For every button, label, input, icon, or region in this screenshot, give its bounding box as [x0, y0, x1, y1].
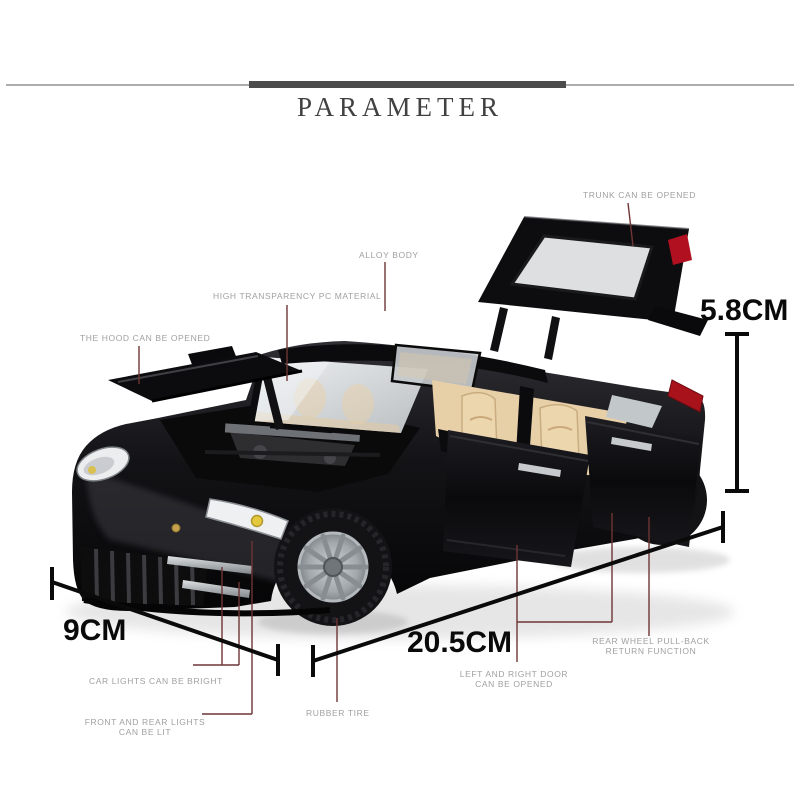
page-title: PARAMETER [296, 92, 504, 122]
callout-line-car-lights [193, 567, 240, 666]
callout-car-lights-label: CAR LIGHTS CAN BE BRIGHT [89, 676, 223, 686]
hood-crest [171, 523, 181, 533]
callout-doors-line2: CAN BE OPENED [475, 678, 553, 689]
chrome-trim-upper [167, 556, 252, 574]
engine-bay [160, 398, 420, 492]
callout-pc-material-label: HIGH TRANSPARENCY PC MATERIAL [213, 291, 382, 301]
headlight-bulb [250, 514, 264, 528]
headlight-right [205, 498, 289, 540]
header-accent-bar [249, 81, 566, 88]
dimension-line-width-9cm [50, 567, 280, 676]
callout-lines [138, 202, 650, 715]
callout-rubber-tire-label: RUBBER TIRE [306, 708, 370, 718]
callout-alloy-body-label: ALLOY BODY [359, 250, 419, 260]
callout-line-doors [516, 513, 613, 662]
open-front-door [443, 430, 590, 567]
open-trunk-lid [478, 216, 708, 360]
open-hood [108, 346, 303, 430]
wheel-spokes [297, 533, 369, 601]
rear-door-handle [611, 437, 652, 451]
callout-rear-wheel-line2: RETURN FUNCTION [605, 645, 697, 656]
windshield [247, 356, 428, 436]
callout-front-rear-lights-label: FRONT AND REAR LIGHTS CAN BE LIT [60, 717, 230, 737]
roof [278, 343, 548, 393]
trunk-taillight [668, 234, 692, 265]
dimension-line-height-5-8cm [725, 332, 749, 493]
dimension-lines [50, 332, 749, 677]
callout-line-front-rear-lights [202, 541, 253, 715]
chrome-trim-lower [182, 580, 250, 598]
callout-line-trunk [627, 202, 634, 247]
open-rear-door [585, 416, 701, 547]
trunk-spoiler [648, 306, 708, 336]
callout-front-rear-lights-line1: FRONT AND REAR LIGHTS [84, 717, 206, 727]
dimension-height-value: 5.8CM [700, 294, 789, 327]
front-fascia [76, 446, 331, 617]
dimension-width-value: 9CM [63, 614, 127, 647]
body-highlight [86, 470, 330, 588]
callout-rear-wheel-label: REAR WHEEL PULL-BACK RETURN FUNCTION [576, 636, 726, 656]
callout-hood-label: THE HOOD CAN BE OPENED [80, 333, 211, 343]
callout-trunk-label: TRUNK CAN BE OPENED [583, 190, 696, 200]
trunk-window [512, 236, 652, 299]
callout-doors-label: LEFT AND RIGHT DOOR CAN BE OPENED [438, 669, 590, 689]
callout-doors-line1: LEFT AND RIGHT DOOR [459, 669, 569, 679]
dimension-line-length-20-5cm [311, 511, 725, 677]
sunroof-glass [392, 345, 480, 391]
front-wheel [274, 508, 392, 626]
quarter-window [606, 395, 662, 428]
taillight [667, 379, 704, 413]
callout-rear-wheel-line1: REAR WHEEL PULL-BACK [592, 636, 710, 646]
front-door-handle [518, 463, 561, 477]
callout-front-rear-lights-line2: CAN BE LIT [118, 726, 172, 737]
dimension-length-value: 20.5CM [407, 626, 513, 659]
